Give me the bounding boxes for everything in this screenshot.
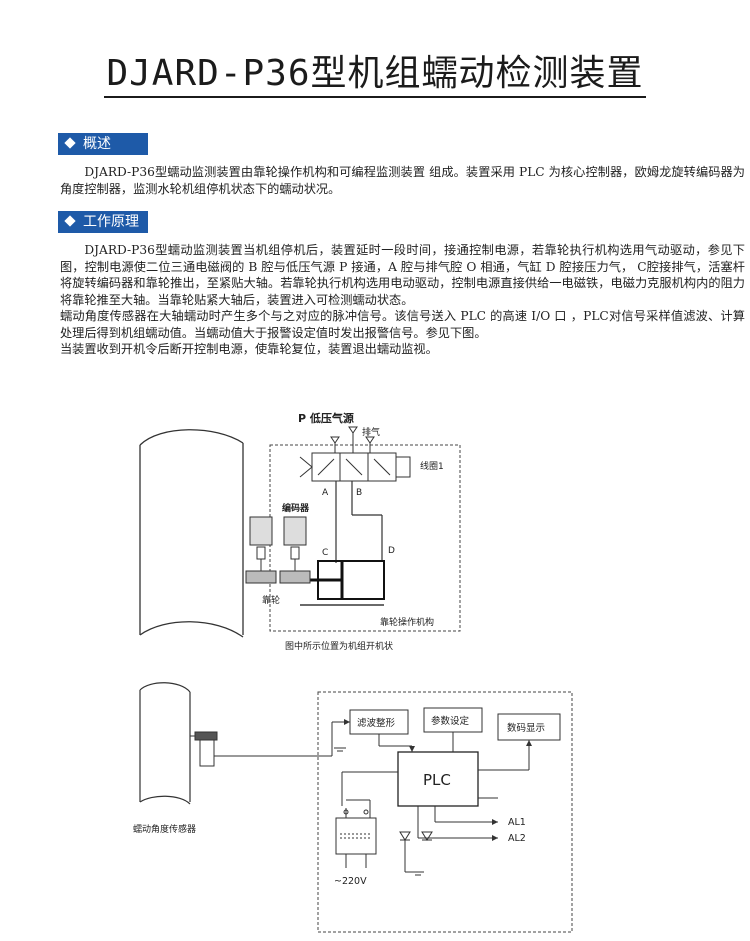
diamond-icon bbox=[64, 215, 76, 227]
solenoid-valve bbox=[299, 433, 411, 482]
plc-block bbox=[397, 751, 479, 807]
principle-paragraph-1: DJARD-P36型蠕动监测装置当机组停机后，装置延时一段时间，接通控制电源，若… bbox=[60, 243, 745, 307]
encoder-assembly bbox=[245, 516, 311, 584]
exhaust-label: 排气 bbox=[362, 426, 380, 438]
encoder-label: 编码器 bbox=[282, 502, 310, 514]
air-pipes bbox=[335, 481, 383, 563]
main-shaft bbox=[139, 429, 244, 638]
principle-paragraph-2: 蠕动角度传感器在大轴蠕动时产生多个与之对应的脉冲信号。该信号送入 PLC 的高速… bbox=[60, 309, 745, 340]
section-heading-overview: 概述 bbox=[58, 133, 148, 155]
al1-label: AL1 bbox=[508, 817, 526, 828]
coil-label: 线圈1 bbox=[420, 460, 444, 472]
section-heading-principle: 工作原理 bbox=[58, 211, 148, 233]
sensor-shaft bbox=[139, 682, 191, 805]
filter-label: 滤波整形 bbox=[357, 717, 396, 729]
mechanism-enclosure bbox=[269, 444, 461, 632]
principle-paragraphs: DJARD-P36型蠕动监测装置当机组停机后，装置延时一段时间，接通控制电源，若… bbox=[60, 242, 745, 358]
plc-block-diagram: 蠕动角度传感器 滤波整形 参数设定 数码显示 PLC AL1 A bbox=[133, 682, 573, 933]
ground-symbols bbox=[334, 747, 424, 876]
principle-paragraph-3: 当装置收到开机令后断开控制电源，使靠轮复位，装置退出蠕动监视。 bbox=[60, 342, 438, 356]
port-b-label: B bbox=[356, 488, 362, 498]
arrowheads bbox=[344, 719, 532, 841]
diagram1-caption: 图中所示位置为机组开机状 bbox=[285, 640, 393, 652]
port-a-label: A bbox=[322, 488, 329, 498]
voltage-label: ~220V bbox=[334, 876, 367, 887]
roller-mechanism-diagram: P 低压气源 排气 线圈1 A B C D bbox=[139, 411, 461, 652]
port-c-label: C bbox=[322, 548, 328, 558]
port-d-label: D bbox=[388, 546, 395, 556]
display-block bbox=[497, 713, 561, 741]
roller-label: 靠轮 bbox=[262, 594, 280, 606]
overview-text: DJARD-P36型蠕动监测装置由靠轮操作机构和可编程监测装置 组成。装置采用 … bbox=[60, 165, 745, 196]
params-label: 参数设定 bbox=[431, 715, 470, 727]
display-label: 数码显示 bbox=[507, 722, 545, 734]
air-source-triangles bbox=[330, 426, 375, 444]
overview-paragraph: DJARD-P36型蠕动监测装置由靠轮操作机构和可编程监测装置 组成。装置采用 … bbox=[60, 164, 745, 197]
mechanism-label: 靠轮操作机构 bbox=[380, 616, 434, 628]
sensor-label: 蠕动角度传感器 bbox=[133, 823, 196, 835]
signal-wires bbox=[214, 721, 530, 839]
diamond-icon bbox=[64, 137, 76, 149]
transformer bbox=[335, 809, 377, 868]
angle-sensor-device bbox=[190, 731, 218, 767]
air-source-label: P 低压气源 bbox=[298, 411, 354, 425]
plc-label: PLC bbox=[423, 771, 451, 789]
al2-label: AL2 bbox=[508, 833, 526, 844]
controller-enclosure bbox=[317, 691, 573, 933]
page-title: DJARD-P36型机组蠕动检测装置 bbox=[0, 44, 750, 98]
params-block bbox=[423, 707, 483, 733]
